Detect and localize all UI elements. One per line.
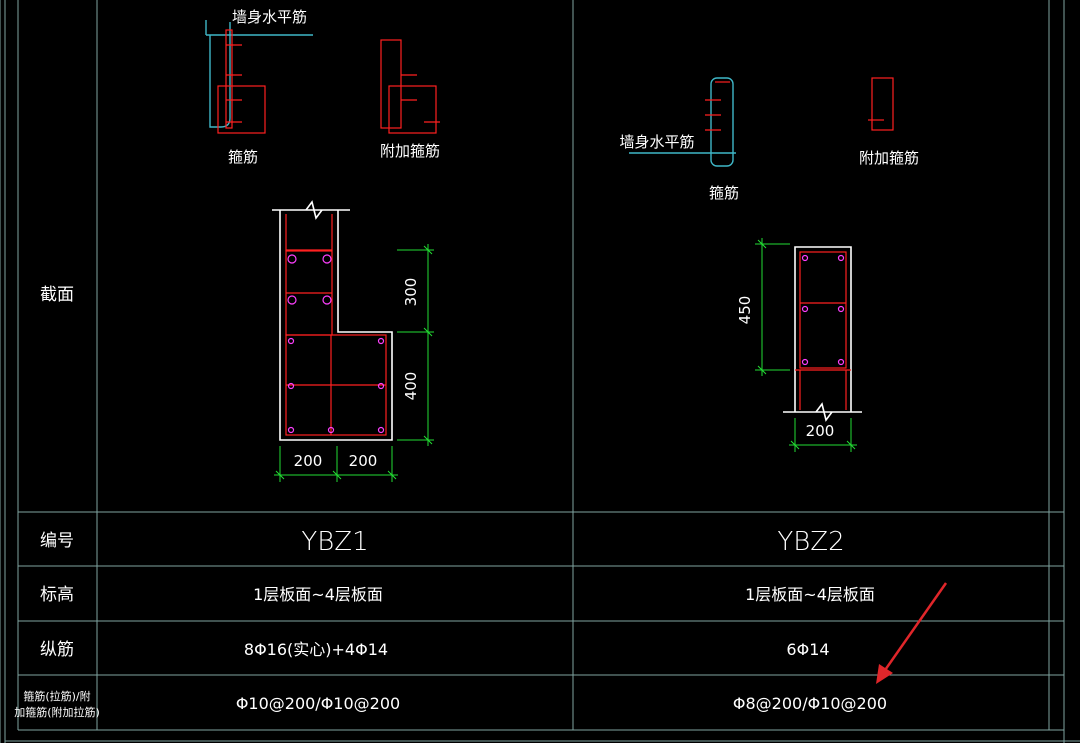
ybz2-dim-200: 200	[806, 422, 835, 440]
code-ybz1: YBZ1	[301, 527, 368, 557]
ybz1-wall-horizontal-label: 墙身水平筋	[232, 8, 307, 26]
row-label-section: 截面	[40, 285, 74, 305]
row-label-stirrup-2: 加箍筋(附加拉筋)	[14, 705, 100, 719]
stirrup-ybz1: Φ10@200/Φ10@200	[236, 694, 400, 713]
ybz2-detail: 墙身水平筋 箍筋 附加箍筋	[619, 77, 919, 202]
row-label-longitudinal: 纵筋	[40, 640, 74, 660]
ybz2-additional-stirrup-label: 附加箍筋	[859, 149, 919, 167]
ybz2-wall-horizontal-label: 墙身水平筋	[619, 133, 694, 151]
annotation-arrow	[876, 582, 948, 684]
ybz2-stirrup-label: 箍筋	[709, 184, 739, 202]
longitudinal-ybz1: 8Φ16(实心)+4Φ14	[244, 640, 388, 659]
code-ybz2: YBZ2	[777, 527, 844, 557]
ybz2-section: 450 200	[736, 238, 862, 452]
stirrup-ybz2: Φ8@200/Φ10@200	[733, 694, 887, 713]
ybz1-detail: 墙身水平筋 箍筋 附加箍筋	[205, 8, 440, 166]
elevation-ybz2: 1层板面~4层板面	[745, 585, 875, 604]
row-label-elevation: 标高	[40, 585, 74, 605]
row-label-code: 编号	[40, 531, 74, 551]
ybz2-dim-450: 450	[736, 296, 754, 325]
ybz1-dim-200-b: 200	[349, 452, 378, 470]
elevation-ybz1: 1层板面~4层板面	[253, 585, 383, 604]
ybz1-dim-400: 400	[402, 372, 420, 401]
ybz1-additional-stirrup-label: 附加箍筋	[380, 142, 440, 160]
longitudinal-ybz2: 6Φ14	[786, 640, 829, 659]
ybz1-stirrup-label: 箍筋	[228, 148, 258, 166]
ybz1-dim-200-a: 200	[294, 452, 323, 470]
ybz1-section: 300 400 200 200	[272, 200, 434, 482]
ybz1-dim-300: 300	[402, 278, 420, 307]
row-label-stirrup: 箍筋(拉筋)/附	[23, 689, 90, 703]
